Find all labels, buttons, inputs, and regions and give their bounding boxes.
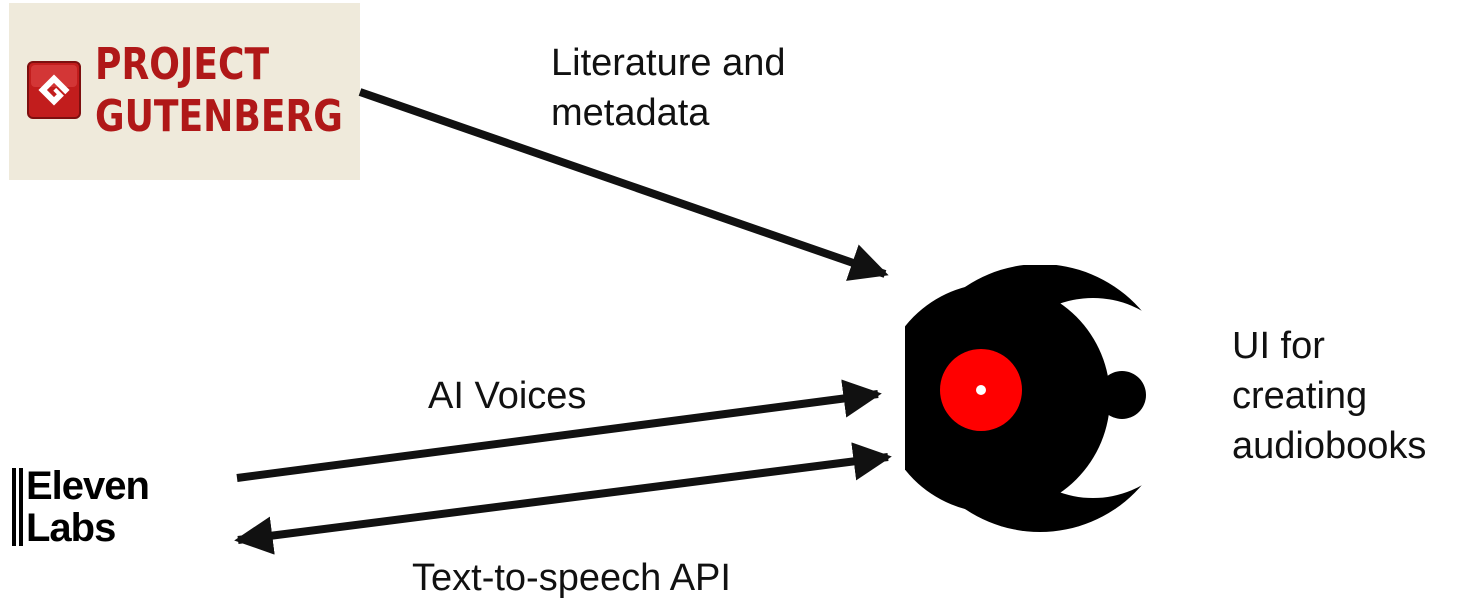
elevenlabs-line2: Labs [26,506,116,550]
arrow-literature [358,88,889,281]
elevenlabs-bars-icon [12,468,24,546]
label-ui-for-creating-audiobooks: UI for creating audiobooks [1232,325,1427,467]
label-text-to-speech-api: Text-to-speech API [412,557,731,599]
gutenberg-title-line1: PROJECT [95,39,270,90]
label-ai-voices: AI Voices [428,375,587,417]
arrow-tts-api [234,442,892,555]
gutenberg-g-icon [27,61,81,119]
elevenlabs-line1: Eleven [26,464,150,508]
gutenberg-title-line2: GUTENBERG [95,91,343,142]
elevenlabs-logo: Eleven Labs [12,462,182,552]
label-literature-metadata: Literature and metadata [551,42,786,134]
project-gutenberg-logo: PROJECT GUTENBERG [9,3,360,180]
audiobook-app-logo-icon [905,265,1175,532]
